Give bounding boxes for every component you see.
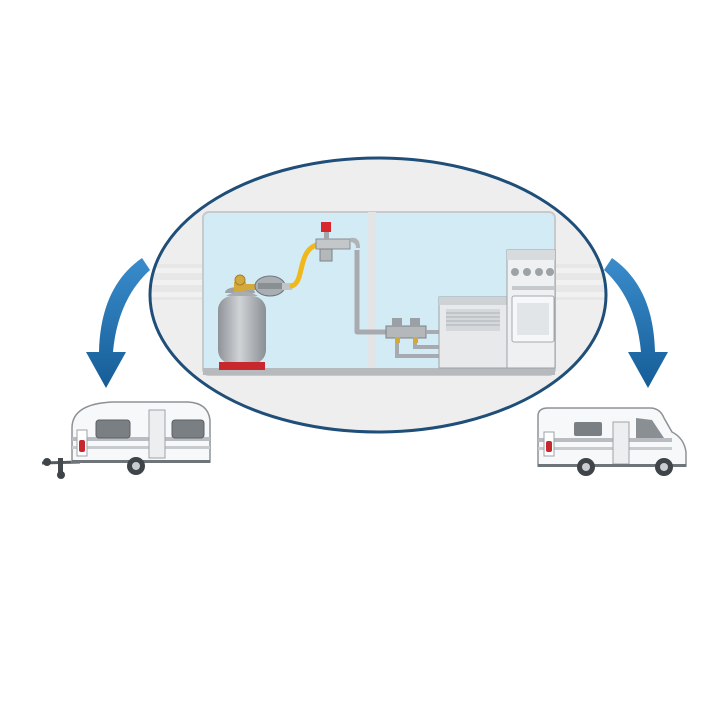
curved-arrow-left-icon xyxy=(86,258,150,388)
pressure-regulator-icon xyxy=(246,275,292,297)
stove-icon xyxy=(506,249,556,369)
panel-divider xyxy=(368,212,376,375)
zoom-ellipse xyxy=(148,156,608,434)
motorhome-icon xyxy=(537,407,687,476)
curved-arrow-right-icon xyxy=(604,258,668,388)
gas-pipe-icon xyxy=(354,250,392,335)
distribution-valve-icon xyxy=(385,318,440,358)
shutoff-valve-icon xyxy=(315,222,360,262)
panel-floor xyxy=(203,368,555,375)
heater-icon xyxy=(438,296,508,369)
caravan-icon xyxy=(41,401,211,479)
hose-icon xyxy=(289,241,321,289)
